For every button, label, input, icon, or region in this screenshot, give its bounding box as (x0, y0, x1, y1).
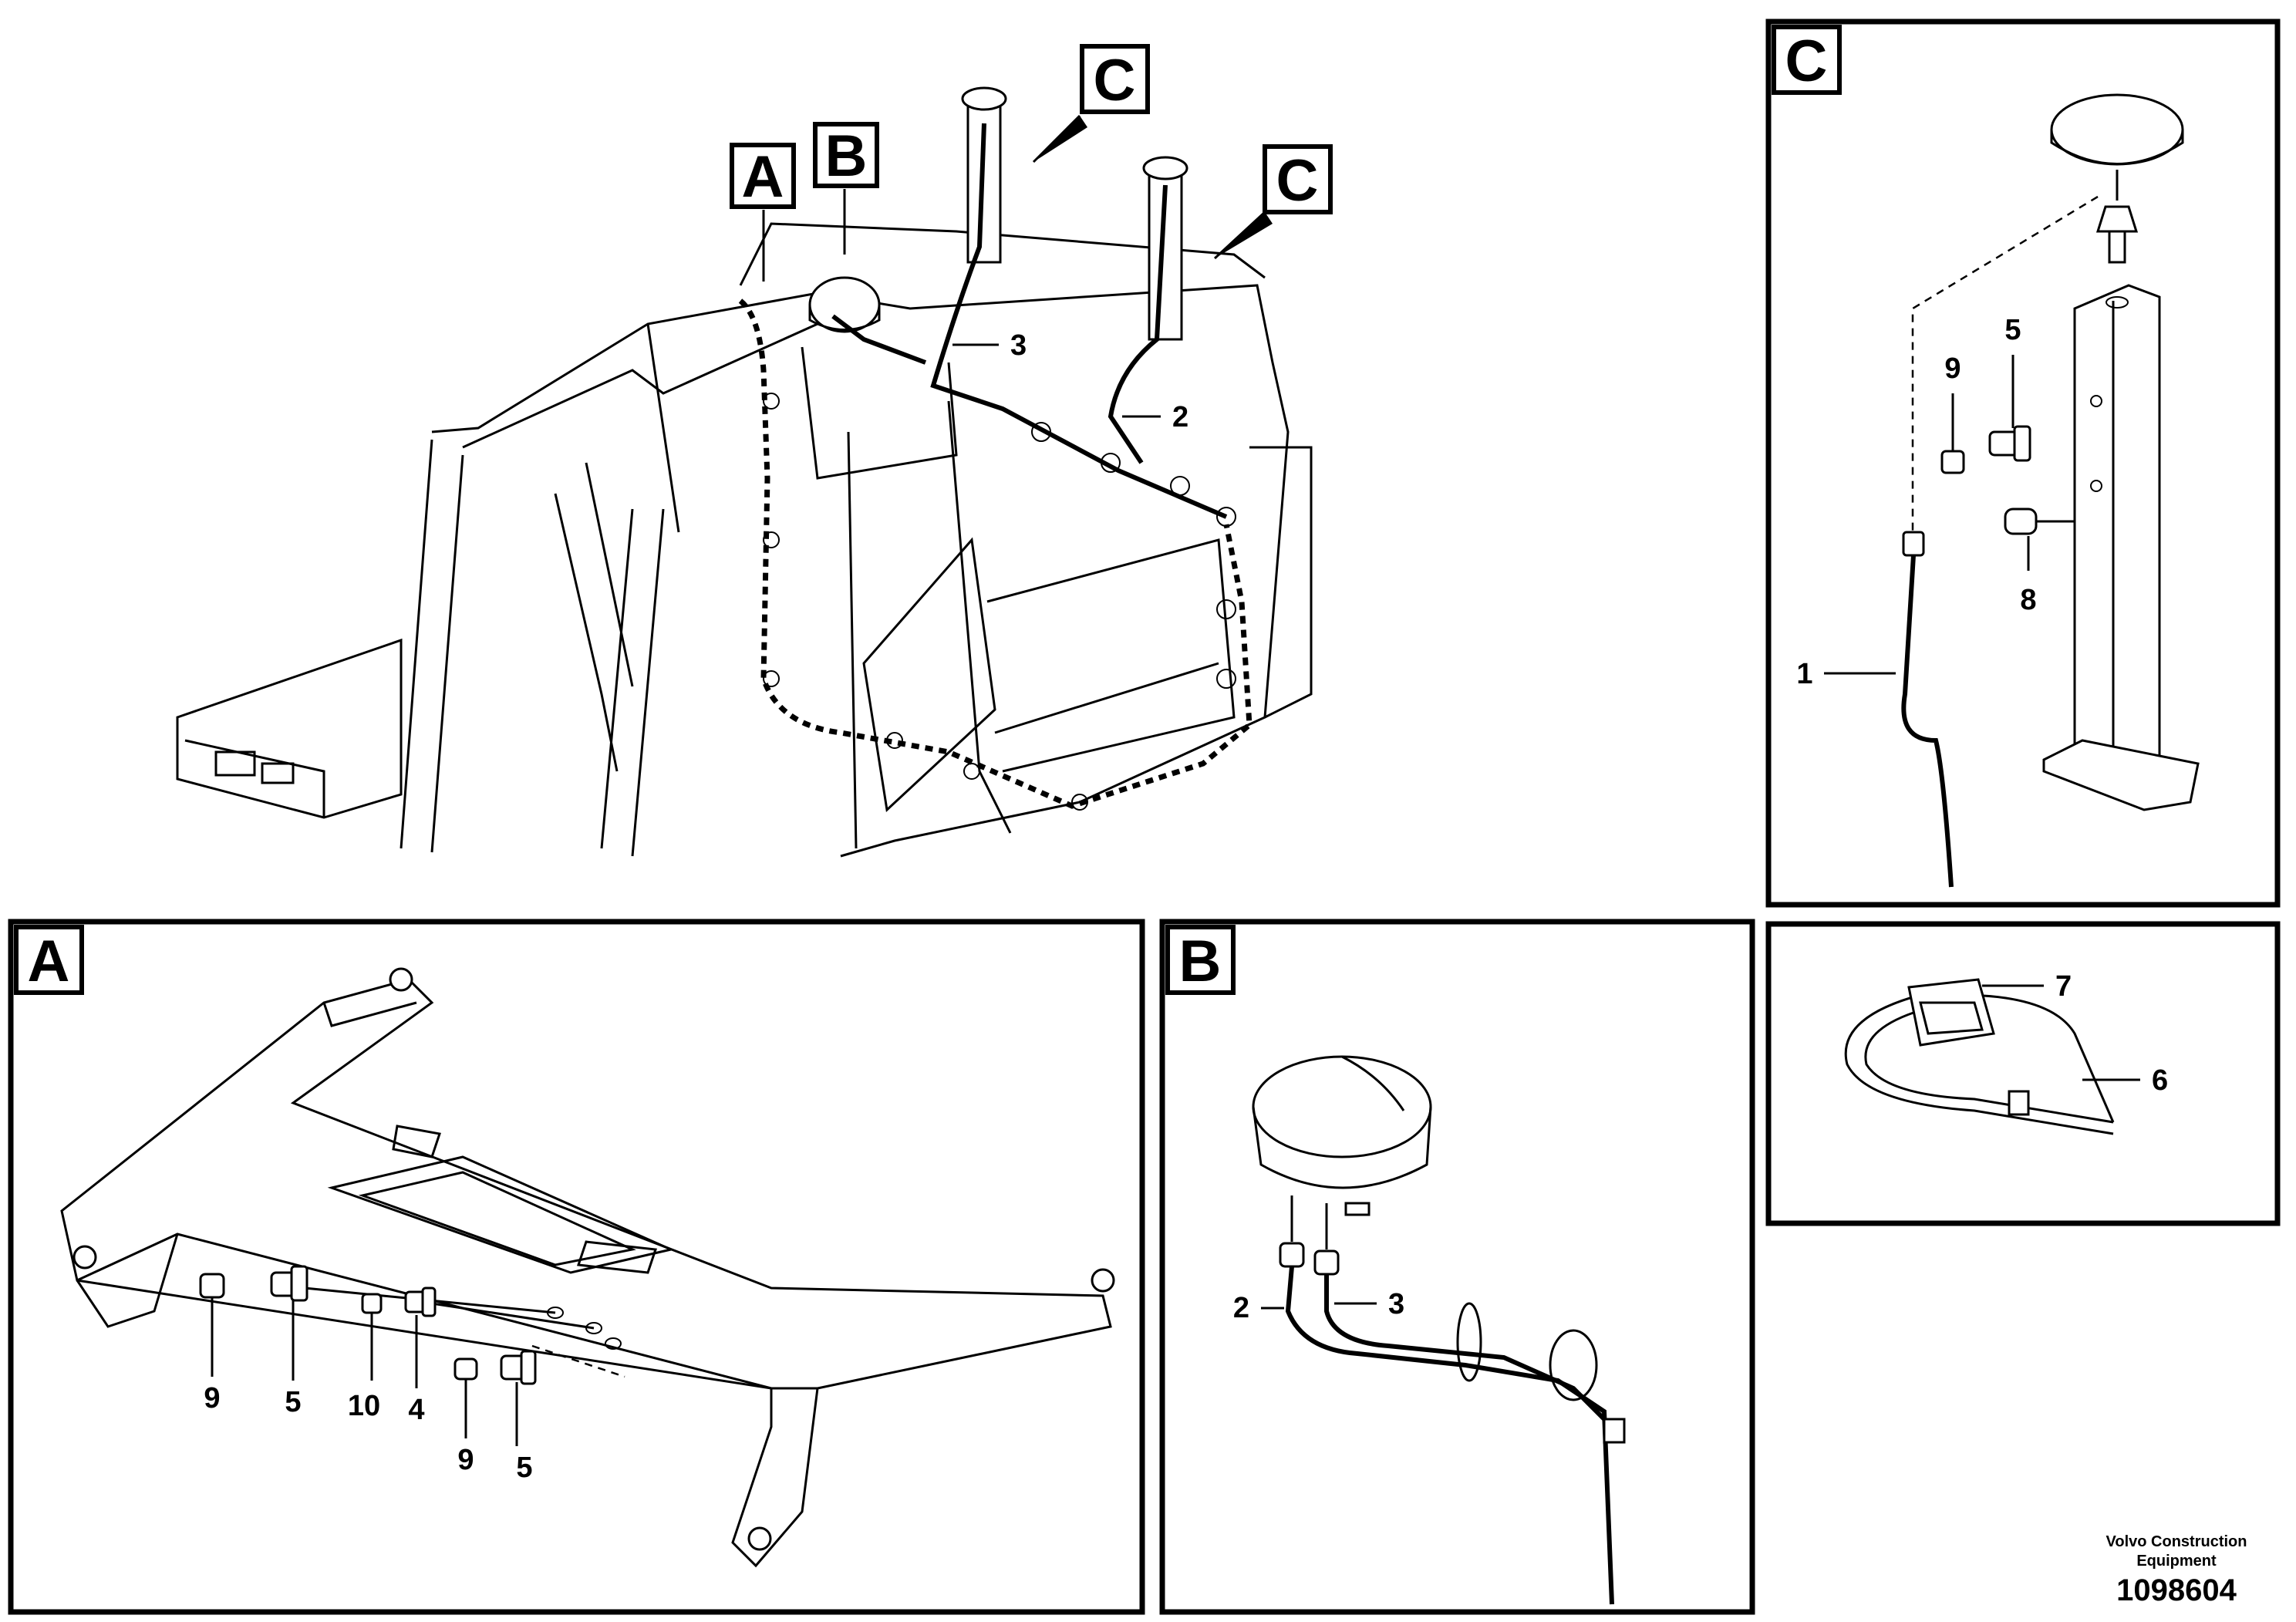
panel-c-label-8: 8 (2020, 584, 2036, 616)
panel-a: A (8, 919, 1145, 1615)
main-cab-view: A B C C 3 2 (176, 44, 1333, 858)
footer-company-line1: Volvo Construction (2106, 1533, 2247, 1550)
antenna-mast (2042, 284, 2200, 811)
footer-drawing-number: 1098604 (2116, 1573, 2237, 1607)
panel-a-label-9-first: 9 (204, 1382, 220, 1415)
panel-a-label-10: 10 (348, 1390, 380, 1422)
callout-c2-letter: C (1276, 148, 1319, 214)
panel-cable-tie: 7 6 (1765, 921, 2281, 1226)
antenna-mast-right (1142, 156, 1188, 341)
panel-c: C 1 9 5 (1765, 19, 2281, 908)
dome-antenna-detail (1252, 1055, 1432, 1216)
callout-b-letter: B (825, 123, 868, 189)
main-label-2: 2 (1172, 401, 1188, 433)
callout-c-1: C (1080, 44, 1150, 114)
dome-antenna (808, 276, 881, 333)
panel-a-letter: A (28, 929, 70, 994)
gps-antenna-puck (2050, 93, 2184, 264)
footer: Volvo Construction Equipment 1098604 (2106, 1533, 2247, 1607)
callout-b: B (813, 122, 879, 189)
panel-b-label-2: 2 (1233, 1292, 1249, 1324)
footer-company-line2: Equipment (2136, 1553, 2217, 1570)
callout-c1-letter: C (1094, 48, 1136, 113)
callout-a: A (730, 143, 796, 210)
panel-a-label-5-second: 5 (516, 1452, 532, 1484)
main-label-3: 3 (1010, 329, 1027, 362)
callout-c-2: C (1263, 144, 1333, 214)
panel-a-label-4: 4 (408, 1394, 424, 1426)
panel-b-letter: B (1179, 929, 1222, 994)
panel-c-label-5: 5 (2004, 314, 2021, 346)
tie-label-6: 6 (2152, 1064, 2168, 1097)
panel-a-label-9-second: 9 (457, 1444, 474, 1476)
panel-b-label-3: 3 (1388, 1288, 1404, 1320)
callout-a-letter: A (742, 144, 784, 210)
tie-label-7: 7 (2055, 970, 2072, 1003)
panel-c-label-9: 9 (1944, 352, 1961, 385)
panel-b: B 2 3 (1159, 919, 1755, 1615)
panel-a-label-5-first: 5 (285, 1386, 301, 1418)
panel-c-label-1: 1 (1796, 658, 1812, 690)
panel-c-letter: C (1785, 29, 1828, 94)
